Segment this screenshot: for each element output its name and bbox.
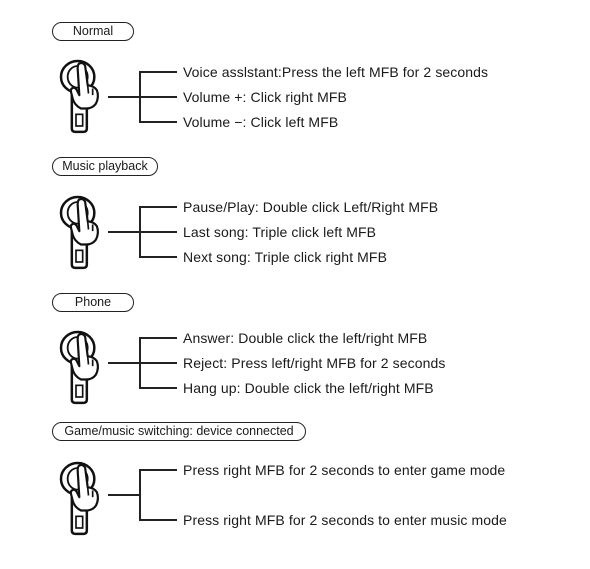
bracket-tick <box>139 337 177 339</box>
section-label-music-playback: Music playback <box>52 157 158 176</box>
bracket-tick <box>139 469 177 471</box>
section-label-normal: Normal <box>52 22 134 41</box>
instruction-text: Answer: Double click the left/right MFB <box>183 330 428 346</box>
connector-line <box>108 494 140 496</box>
instruction-text: Volume −: Click left MFB <box>183 114 339 130</box>
earbud-press-icon <box>56 458 106 538</box>
instruction-text: Volume +: Click right MFB <box>183 89 347 105</box>
bracket-tick <box>139 206 177 208</box>
instruction-text: Last song: Triple click left MFB <box>183 224 377 240</box>
instruction-text: Reject: Press left/right MFB for 2 secon… <box>183 355 446 371</box>
instruction-text: Hang up: Double click the left/right MFB <box>183 380 434 396</box>
bracket-tick <box>139 71 177 73</box>
connector-line <box>108 231 140 233</box>
earbud-press-icon <box>56 56 106 136</box>
earbud-press-icon <box>56 327 106 407</box>
bracket-tick <box>139 256 177 258</box>
bracket-tick <box>139 362 177 364</box>
section-label-game-music: Game/music switching: device connected <box>52 422 306 441</box>
bracket-tick <box>139 231 177 233</box>
instruction-text: Press right MFB for 2 seconds to enter m… <box>183 512 507 528</box>
bracket-line <box>139 469 141 521</box>
bracket-tick <box>139 387 177 389</box>
instruction-text: Pause/Play: Double click Left/Right MFB <box>183 199 439 215</box>
bracket-tick <box>139 96 177 98</box>
instruction-text: Next song: Triple click right MFB <box>183 249 388 265</box>
instruction-text: Voice asslstant:Press the left MFB for 2… <box>183 64 489 80</box>
earbud-press-icon <box>56 192 106 272</box>
connector-line <box>108 362 140 364</box>
connector-line <box>108 96 140 98</box>
bracket-tick <box>139 519 177 521</box>
instruction-text: Press right MFB for 2 seconds to enter g… <box>183 462 506 478</box>
bracket-tick <box>139 121 177 123</box>
section-label-phone: Phone <box>52 293 134 312</box>
